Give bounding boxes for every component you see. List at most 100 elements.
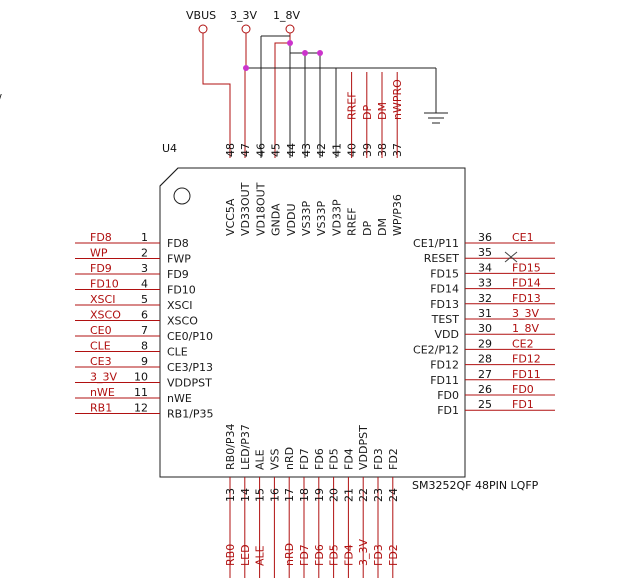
pin-number-top: 44 [285,143,298,157]
pin-name-right: CE2/P12 [413,343,459,356]
pin-number-bottom: 16 [268,488,281,502]
pin-name-bottom: LED/P37 [239,424,252,470]
pin-number-left: 6 [141,309,148,322]
pin-name-top: RREF [346,207,359,236]
pin-name-top: WP/P36 [391,194,404,236]
pin-name-left: VDDPST [167,377,212,390]
pin-number-left: 9 [141,355,148,368]
pin-number-right: 32 [478,292,492,305]
no-connect-mark [504,251,518,263]
net-label-right: 1_8V [512,322,539,335]
v18-port [285,24,295,34]
pin-name-bottom: RB0/P34 [224,423,237,470]
net-label-right: FD15 [512,261,541,274]
net-label-left: CE0 [90,324,112,337]
pin-name-top: DP [361,221,374,236]
net-label-left: XSCO [90,309,121,322]
pin-name-right: FD12 [430,359,459,372]
pin-number-top: 47 [239,143,252,157]
pin-number-right: 28 [478,353,492,366]
vbus-label: VBUS [186,9,216,22]
pin-number-bottom: 15 [254,488,267,502]
pin-name-bottom: FD3 [372,448,385,470]
net-label-bottom: LED [239,544,252,566]
pin-name-left: CLE [167,346,188,359]
pin-number-top: 45 [270,143,283,157]
pin-number-top: 43 [300,143,313,157]
v18-label: 1_8V [273,9,300,22]
pin-name-left: CE0/P10 [167,330,213,343]
pin-name-right: FD0 [437,389,459,402]
junction-dot [317,50,323,56]
net-label-bottom: FD6 [313,544,326,566]
pin-number-bottom: 18 [298,488,311,502]
net-label-bottom: FD4 [342,544,355,566]
net-label-bottom: RB0 [224,544,237,566]
pin-number-right: 34 [478,261,492,274]
pin-name-left: XSCO [167,315,198,328]
v33-port [241,24,251,34]
pin-name-left: FD8 [167,237,189,250]
pin-name-left: nWE [167,392,192,405]
pin-name-bottom: FD4 [342,448,355,470]
pin-name-right: FD1 [437,404,459,417]
pin-name-right: RESET [424,252,460,265]
net-label-right: FD1 [512,398,534,411]
pin-name-top: VD33OUT [239,182,252,236]
vbus-wire [202,33,231,158]
pin-number-bottom: 14 [239,488,252,502]
net-label-left: CLE [90,340,111,353]
pin-number-left: 8 [141,340,148,353]
pin-number-left: 3 [141,262,148,275]
pin1-marker-circle [173,187,191,205]
pin-number-left: 2 [141,247,148,260]
pin-number-bottom: 13 [224,488,237,502]
net-label-right: CE2 [512,337,534,350]
pin-name-bottom: VDDPST [357,425,370,470]
pin-name-left: XSCI [167,299,192,312]
junction-dot [287,40,293,46]
net-label-top: DM [376,102,389,120]
pin-number-left: 5 [141,293,148,306]
pin-name-left: FD10 [167,284,196,297]
pin-number-right: 30 [478,322,492,335]
pin-number-bottom: 19 [313,488,326,502]
pin-name-left: FWP [167,253,191,266]
junction-dot [302,50,308,56]
pin-name-bottom: ALE [254,449,267,470]
net-label-left: CE3 [90,355,112,368]
junction-dot [243,65,249,71]
pin-number-bottom: 22 [357,488,370,502]
pin-name-bottom: FD7 [298,448,311,470]
net-label-right: 3_3V [512,307,539,320]
chip-part-label: SM3252QF 48PIN LQFP [412,479,539,492]
pin-number-right: 35 [478,246,492,259]
pin-name-right: CE1/P11 [413,237,459,250]
net-label-bottom: FD3 [372,544,385,566]
net-label-bottom: nRD [283,543,296,566]
pin-number-left: 1 [141,231,148,244]
pin-name-right: FD14 [430,283,459,296]
v33-label: 3_3V [230,9,257,22]
pin-name-top: VCC5A [224,198,237,236]
chip-body-notch-line [159,167,179,187]
pin-name-right: FD11 [430,374,459,387]
net-label-bottom: 3_3V [357,539,370,566]
net-label-left: XSCI [90,293,115,306]
power-nets: VBUS 3_3V 1_8V [186,9,448,158]
pin-number-right: 31 [478,307,492,320]
pin-name-right: TEST [431,313,460,326]
net-label-bottom: FD2 [387,544,400,566]
net-label-right: CE1 [512,231,534,244]
pin-number-bottom: 21 [342,488,355,502]
pin-name-bottom: FD2 [387,448,400,470]
pin-number-left: 4 [141,278,148,291]
net-label-left: FD8 [90,231,112,244]
pin-name-bottom: nRD [283,447,296,470]
pin-number-right: 29 [478,337,492,350]
pin-name-bottom: FD6 [313,448,326,470]
pin-number-top: 46 [254,143,267,157]
pin-name-top: VDDU [285,203,298,236]
